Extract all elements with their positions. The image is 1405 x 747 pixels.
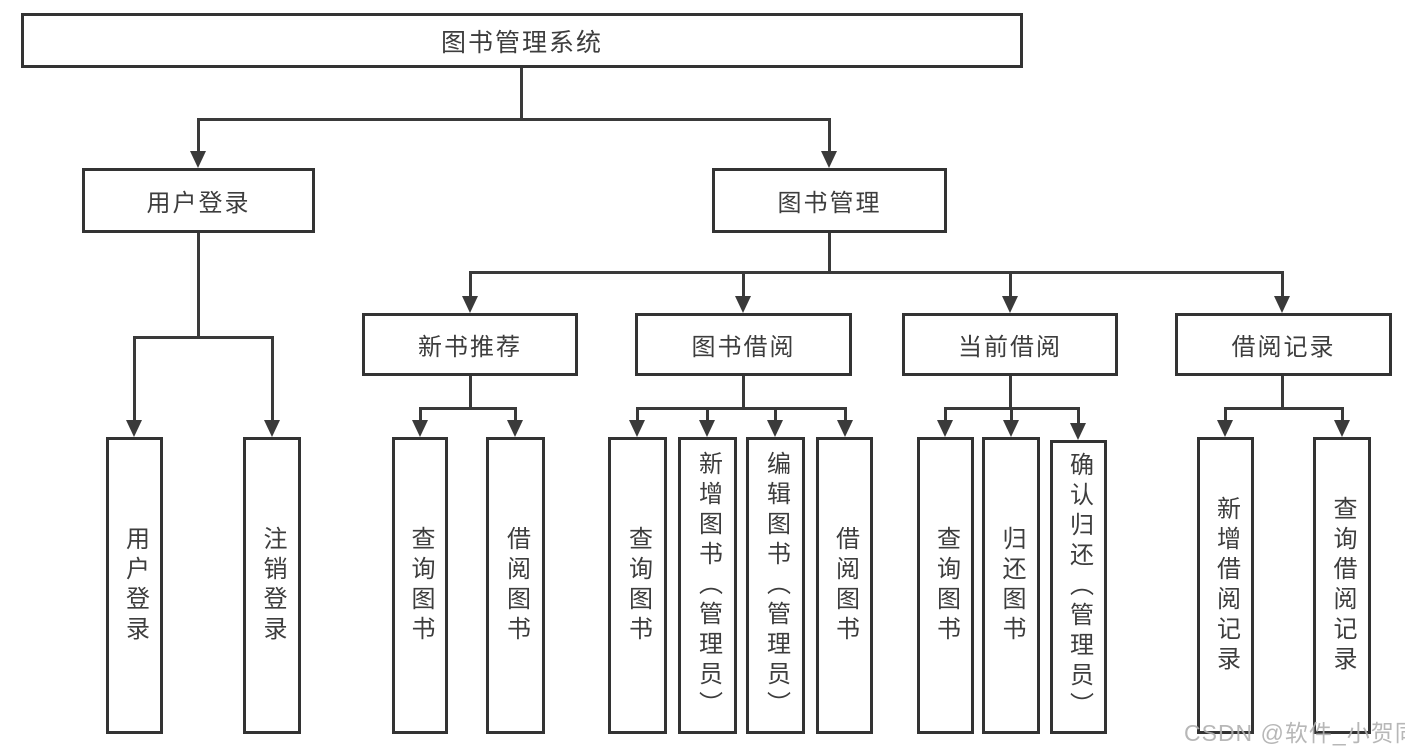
connector-line bbox=[636, 407, 847, 410]
connector-line bbox=[520, 68, 523, 118]
node-current-borrowing: 当前借阅 bbox=[902, 313, 1118, 376]
connector-line bbox=[133, 336, 274, 339]
node-label: 图书借阅 bbox=[691, 334, 796, 361]
arrow-to-rec-query-book bbox=[412, 407, 428, 437]
node-label: 归还图书 bbox=[998, 525, 1025, 646]
arrow-to-bb-edit-book bbox=[767, 407, 783, 437]
arrow-to-user-login bbox=[190, 118, 206, 168]
arrow-to-bb-borrow-book bbox=[837, 407, 853, 437]
leaf-br-add-record: 新增借阅记录 bbox=[1197, 437, 1254, 734]
leaf-rec-borrow-book: 借阅图书 bbox=[486, 437, 545, 734]
connector-line bbox=[742, 376, 745, 407]
arrow-to-cb-query-book bbox=[937, 407, 953, 437]
connector-line bbox=[1281, 376, 1284, 407]
leaf-br-query-record: 查询借阅记录 bbox=[1313, 437, 1371, 734]
node-label: 查询图书 bbox=[624, 525, 652, 646]
arrow-to-book-borrowing bbox=[735, 271, 751, 313]
node-label: 借阅记录 bbox=[1231, 334, 1336, 361]
node-label: 确认归还（管理员） bbox=[1065, 452, 1093, 722]
arrow-to-br-add-record bbox=[1217, 407, 1233, 437]
leaf-cb-return-book: 归还图书 bbox=[982, 437, 1040, 734]
arrow-to-borrowing-records bbox=[1274, 271, 1290, 313]
connector-line bbox=[828, 233, 831, 271]
node-label: 新增借阅记录 bbox=[1212, 495, 1240, 676]
leaf-bb-add-book-admin: 新增图书（管理员） bbox=[678, 437, 737, 734]
node-book-management: 图书管理 bbox=[712, 168, 947, 233]
node-label: 借阅图书 bbox=[831, 525, 859, 646]
leaf-cb-confirm-return-admin: 确认归还（管理员） bbox=[1050, 440, 1107, 734]
arrow-to-bb-add-book bbox=[699, 407, 715, 437]
node-label: 新书推荐 bbox=[418, 334, 522, 361]
arrow-to-cb-return-book bbox=[1003, 407, 1019, 437]
node-label: 编辑图书（管理员） bbox=[762, 450, 790, 721]
node-label: 用户登录 bbox=[146, 190, 251, 217]
arrow-to-br-query-record bbox=[1334, 407, 1350, 437]
node-label: 用户登录 bbox=[121, 525, 149, 646]
arrow-to-new-book-recommend bbox=[462, 271, 478, 313]
arrow-to-bb-query-book bbox=[629, 407, 645, 437]
leaf-bb-query-book: 查询图书 bbox=[608, 437, 667, 734]
leaf-logout: 注销登录 bbox=[243, 437, 301, 734]
connector-line bbox=[419, 407, 517, 410]
leaf-rec-query-book: 查询图书 bbox=[392, 437, 448, 734]
connector-line bbox=[1224, 407, 1344, 410]
node-label: 当前借阅 bbox=[958, 334, 1062, 361]
connector-line bbox=[197, 118, 831, 121]
arrow-to-cb-confirm-return bbox=[1070, 407, 1086, 440]
connector-line bbox=[1009, 376, 1012, 407]
leaf-cb-query-book: 查询图书 bbox=[917, 437, 974, 734]
node-book-borrowing: 图书借阅 bbox=[635, 313, 852, 376]
node-borrowing-records: 借阅记录 bbox=[1175, 313, 1392, 376]
node-label: 查询图书 bbox=[407, 525, 434, 646]
node-label: 查询图书 bbox=[932, 525, 960, 646]
csdn-watermark: CSDN @软件_小贺同学 bbox=[1184, 720, 1405, 746]
node-user-login: 用户登录 bbox=[82, 168, 315, 233]
arrow-to-rec-borrow-book bbox=[507, 407, 523, 437]
connector-line bbox=[469, 271, 1284, 274]
node-label: 图书管理系统 bbox=[440, 28, 603, 57]
node-new-book-recommend: 新书推荐 bbox=[362, 313, 578, 376]
arrow-to-leaf-logout bbox=[264, 336, 280, 437]
leaf-user-login: 用户登录 bbox=[106, 437, 163, 734]
arrow-to-leaf-user-login bbox=[126, 336, 142, 437]
arrow-to-current-borrowing bbox=[1002, 271, 1018, 313]
leaf-bb-borrow-book: 借阅图书 bbox=[816, 437, 873, 734]
node-label: 注销登录 bbox=[259, 525, 286, 646]
node-label: 新增图书（管理员） bbox=[694, 450, 722, 721]
leaf-bb-edit-book-admin: 编辑图书（管理员） bbox=[746, 437, 805, 734]
node-label: 查询借阅记录 bbox=[1329, 495, 1356, 676]
node-label: 借阅图书 bbox=[502, 525, 530, 646]
node-label: 图书管理 bbox=[777, 190, 882, 217]
connector-line bbox=[469, 376, 472, 407]
node-library-management-system: 图书管理系统 bbox=[21, 13, 1023, 68]
connector-line bbox=[197, 233, 200, 336]
arrow-to-book-management bbox=[821, 118, 837, 168]
